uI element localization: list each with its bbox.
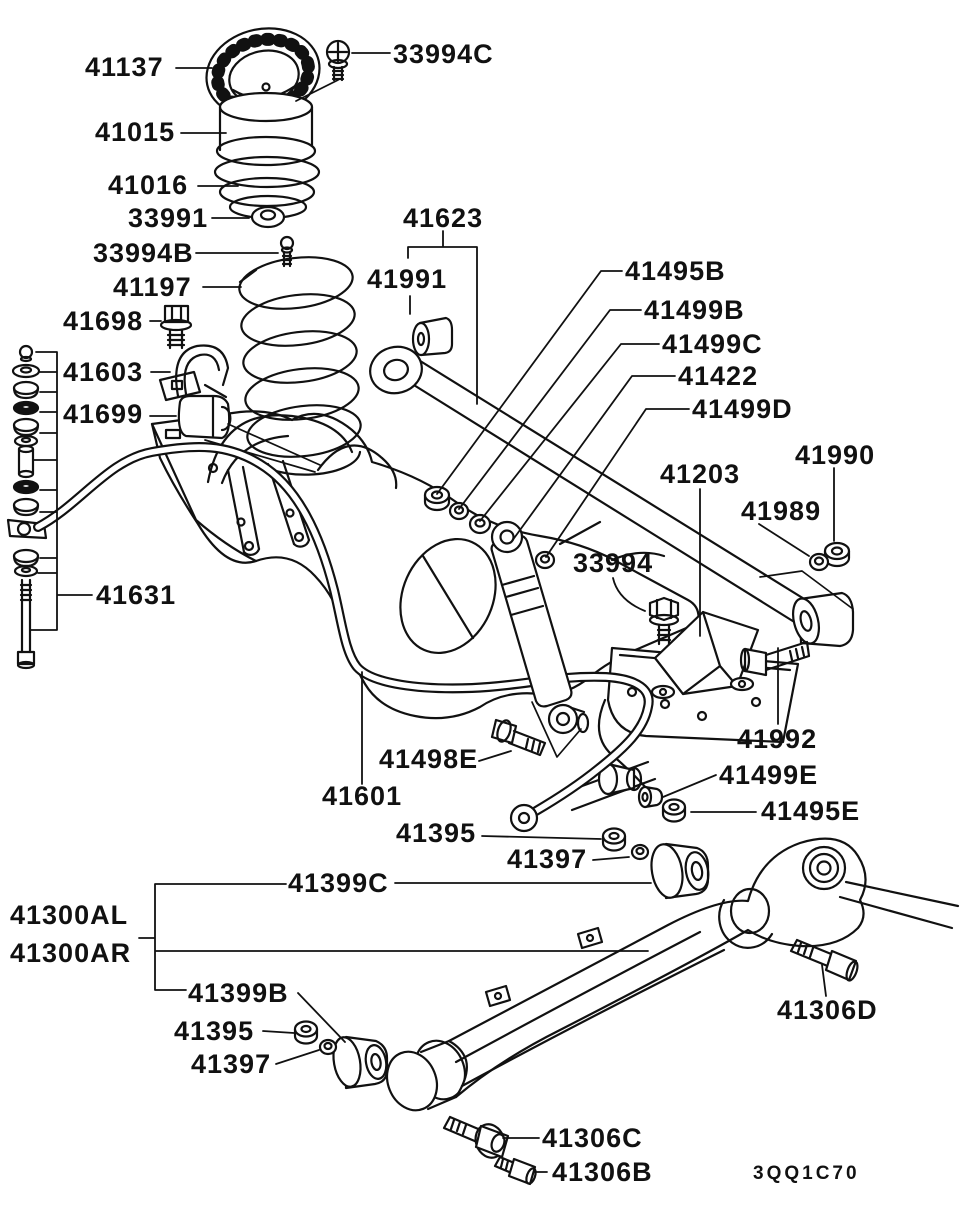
part-label-41395-upper: 41395 — [396, 818, 477, 848]
part-label-41623: 41623 — [403, 203, 484, 233]
bolt-41698-drawing — [159, 304, 193, 350]
part-label-41698: 41698 — [63, 306, 144, 336]
leader-33994 — [612, 577, 646, 612]
diagram-code: 3QQ1C70 — [753, 1163, 860, 1184]
part-label-41499C: 41499C — [662, 329, 763, 359]
bushing-41399C-drawing — [650, 842, 710, 900]
leader-41422 — [511, 375, 676, 542]
part-label-41499D: 41499D — [692, 394, 793, 424]
leader-41499D — [545, 408, 690, 558]
bump-stopper-drawing — [213, 91, 321, 220]
part-label-41015: 41015 — [95, 117, 176, 147]
leader-lines — [29, 52, 835, 1173]
lateral-rod-drawing — [369, 345, 855, 648]
part-label-41306D: 41306D — [777, 995, 878, 1025]
nut-41495B-drawing — [423, 485, 451, 512]
part-label-41300AR: 41300AR — [10, 938, 132, 968]
trailing-arm-drawing — [385, 837, 960, 1112]
leader-41499E — [662, 774, 717, 798]
part-label-41992: 41992 — [737, 724, 818, 754]
bushing-41399B-drawing — [332, 1035, 389, 1090]
part-label-41197: 41197 — [113, 272, 192, 302]
part-label-41991: 41991 — [367, 264, 448, 294]
bushing-41499E-drawing — [637, 785, 664, 809]
bolt-41306B-drawing — [493, 1155, 537, 1186]
stabilizer-link-stack-drawing — [6, 344, 48, 670]
leader-41399B — [297, 992, 346, 1043]
washer-41499B-drawing — [448, 501, 470, 521]
part-label-33994B: 33994B — [93, 238, 194, 268]
part-label-41399B: 41399B — [188, 978, 289, 1008]
part-label-41989: 41989 — [741, 496, 822, 526]
bolt-41306C-drawing — [442, 1115, 510, 1159]
part-label-41601: 41601 — [322, 781, 403, 811]
leader-41395-upper — [481, 835, 602, 840]
part-label-33994C: 33994C — [393, 39, 494, 69]
part-label-41306B: 41306B — [552, 1157, 653, 1187]
leader-41498E — [478, 750, 512, 762]
bushing-41991-drawing — [411, 316, 454, 357]
part-label-41399C: 41399C — [288, 868, 389, 898]
screw-33994C-drawing — [325, 39, 351, 82]
leader-41395-lower — [262, 1030, 295, 1034]
part-label-41395-lower: 41395 — [174, 1016, 255, 1046]
shock-absorber-drawing — [490, 520, 590, 758]
leader-33994C — [295, 52, 391, 102]
hidden-bracket-mark — [759, 570, 854, 610]
part-label-41137: 41137 — [85, 52, 164, 82]
nut-41395-upper-drawing — [601, 827, 627, 852]
nut-41495E-drawing — [661, 798, 687, 823]
leader-41495B — [436, 270, 623, 495]
part-label-41603: 41603 — [63, 357, 144, 387]
part-label-41016: 41016 — [108, 170, 189, 200]
washer-41499D-drawing — [534, 550, 556, 570]
bolt-41498E-drawing — [490, 718, 547, 757]
nut-41395-lower-drawing — [293, 1020, 319, 1045]
part-label-41495B: 41495B — [625, 256, 726, 286]
bump-stop-bracket-drawing — [650, 610, 760, 700]
part-label-41203: 41203 — [660, 459, 741, 489]
washer-41397-lower-drawing — [318, 1038, 338, 1056]
part-label-41631: 41631 — [96, 580, 177, 610]
clamp-41603-drawing — [158, 344, 230, 402]
bolt-33994B-drawing — [279, 235, 295, 268]
stabilizer-bar-drawing — [33, 442, 654, 833]
leader-41623-bracket — [407, 230, 478, 405]
washer-41499C-drawing — [468, 513, 492, 535]
leader-41989 — [758, 523, 810, 557]
part-label-33994: 33994 — [573, 548, 654, 578]
washer-41989-drawing — [808, 552, 830, 572]
leader-41300-bracket — [138, 883, 649, 991]
nut-33991-drawing — [250, 205, 286, 229]
part-label-41990: 41990 — [795, 440, 876, 470]
coil-spring-drawing — [238, 256, 362, 476]
leader-41499C — [479, 343, 660, 522]
part-label-41499E: 41499E — [719, 760, 819, 790]
bolt-33994-drawing — [648, 596, 680, 646]
part-label-33991: 33991 — [128, 203, 209, 233]
part-label-41300AL: 41300AL — [10, 900, 129, 930]
leader-41397-upper — [592, 856, 630, 861]
part-label-41422: 41422 — [678, 361, 759, 391]
leader-41499B — [458, 309, 642, 510]
part-label-41498E: 41498E — [379, 744, 479, 774]
leader-41631 — [29, 351, 93, 631]
part-label-41499B: 41499B — [644, 295, 745, 325]
bolt-41306D-drawing — [789, 938, 859, 982]
part-label-41306C: 41306C — [542, 1123, 643, 1153]
leader-41306D — [821, 964, 827, 997]
washer-41397-upper-drawing — [630, 843, 650, 861]
part-label-41495E: 41495E — [761, 796, 861, 826]
part-label-41397-upper: 41397 — [507, 844, 588, 874]
part-label-41397-lower: 41397 — [191, 1049, 272, 1079]
bolt-41992-drawing — [739, 640, 811, 677]
part-label-41699: 41699 — [63, 399, 144, 429]
leader-41397-lower — [275, 1049, 320, 1065]
